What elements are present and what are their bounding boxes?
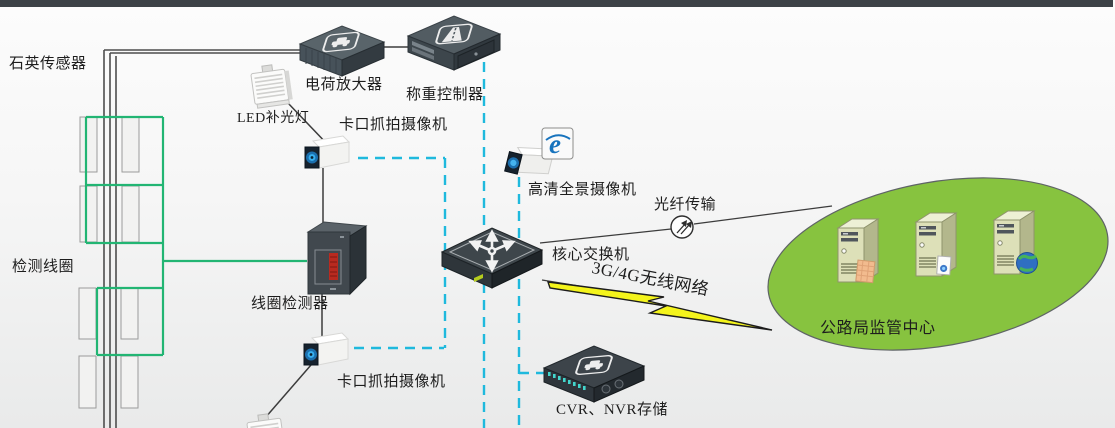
optical-converter-icon xyxy=(670,215,694,239)
detection-loop-sensors xyxy=(78,116,140,409)
ie-browser-badge: e xyxy=(541,127,574,160)
cvr-nvr-storage-icon xyxy=(542,345,646,403)
label-supervision-center: 公路局监管中心 xyxy=(820,320,936,337)
storage-port-leds xyxy=(548,372,586,390)
core-switch-icon xyxy=(440,227,544,289)
checkpoint-camera-icon xyxy=(303,332,350,366)
label-fiber-transmission: 光纤传输 xyxy=(654,197,717,213)
hd-panorama-camera-icon: e xyxy=(504,127,574,175)
label-core-switch: 核心交换机 xyxy=(552,247,630,263)
fiber-link-line xyxy=(539,205,833,244)
led-light-icon xyxy=(250,64,293,109)
highway-glyph xyxy=(435,23,473,45)
label-loop-detector: 线圈检测器 xyxy=(251,296,329,312)
label-weighing-controller: 称重控制器 xyxy=(406,87,484,103)
label-cvr-nvr-storage: CVR、NVR存储 xyxy=(556,402,669,418)
server-tower-icon xyxy=(836,218,880,284)
label-charge-amplifier: 电荷放大器 xyxy=(305,77,383,93)
loop-wiring xyxy=(84,115,307,357)
label-led-light: LED补光灯 xyxy=(237,111,310,126)
weighing-controller-icon xyxy=(406,15,502,71)
car-glyph xyxy=(322,31,360,53)
charge-amplifier-icon xyxy=(298,25,386,77)
loop-detector-icon xyxy=(306,221,368,296)
label-quartz-sensor: 石英传感器 xyxy=(9,56,87,72)
server-tower-icon xyxy=(992,210,1038,275)
svg-text:e: e xyxy=(549,129,561,159)
disc-card-glyph xyxy=(936,255,952,276)
label-checkpoint-camera-1: 卡口抓拍摄像机 xyxy=(339,117,448,133)
globe-glyph xyxy=(1016,252,1038,274)
top-window-band xyxy=(0,0,1113,7)
checkpoint-camera-icon xyxy=(304,135,351,169)
car-glyph xyxy=(575,355,613,375)
switch-arrows-glyph xyxy=(468,229,516,273)
label-detection-loop: 检测线圈 xyxy=(12,259,75,275)
label-checkpoint-camera-2: 卡口抓拍摄像机 xyxy=(337,374,446,390)
led-light-icon xyxy=(246,413,286,428)
lightning-bolt-icon xyxy=(546,281,773,331)
label-hd-panorama-camera: 高清全景摄像机 xyxy=(528,182,637,198)
server-tower-icon xyxy=(914,212,958,277)
data-card-glyph xyxy=(855,259,876,284)
